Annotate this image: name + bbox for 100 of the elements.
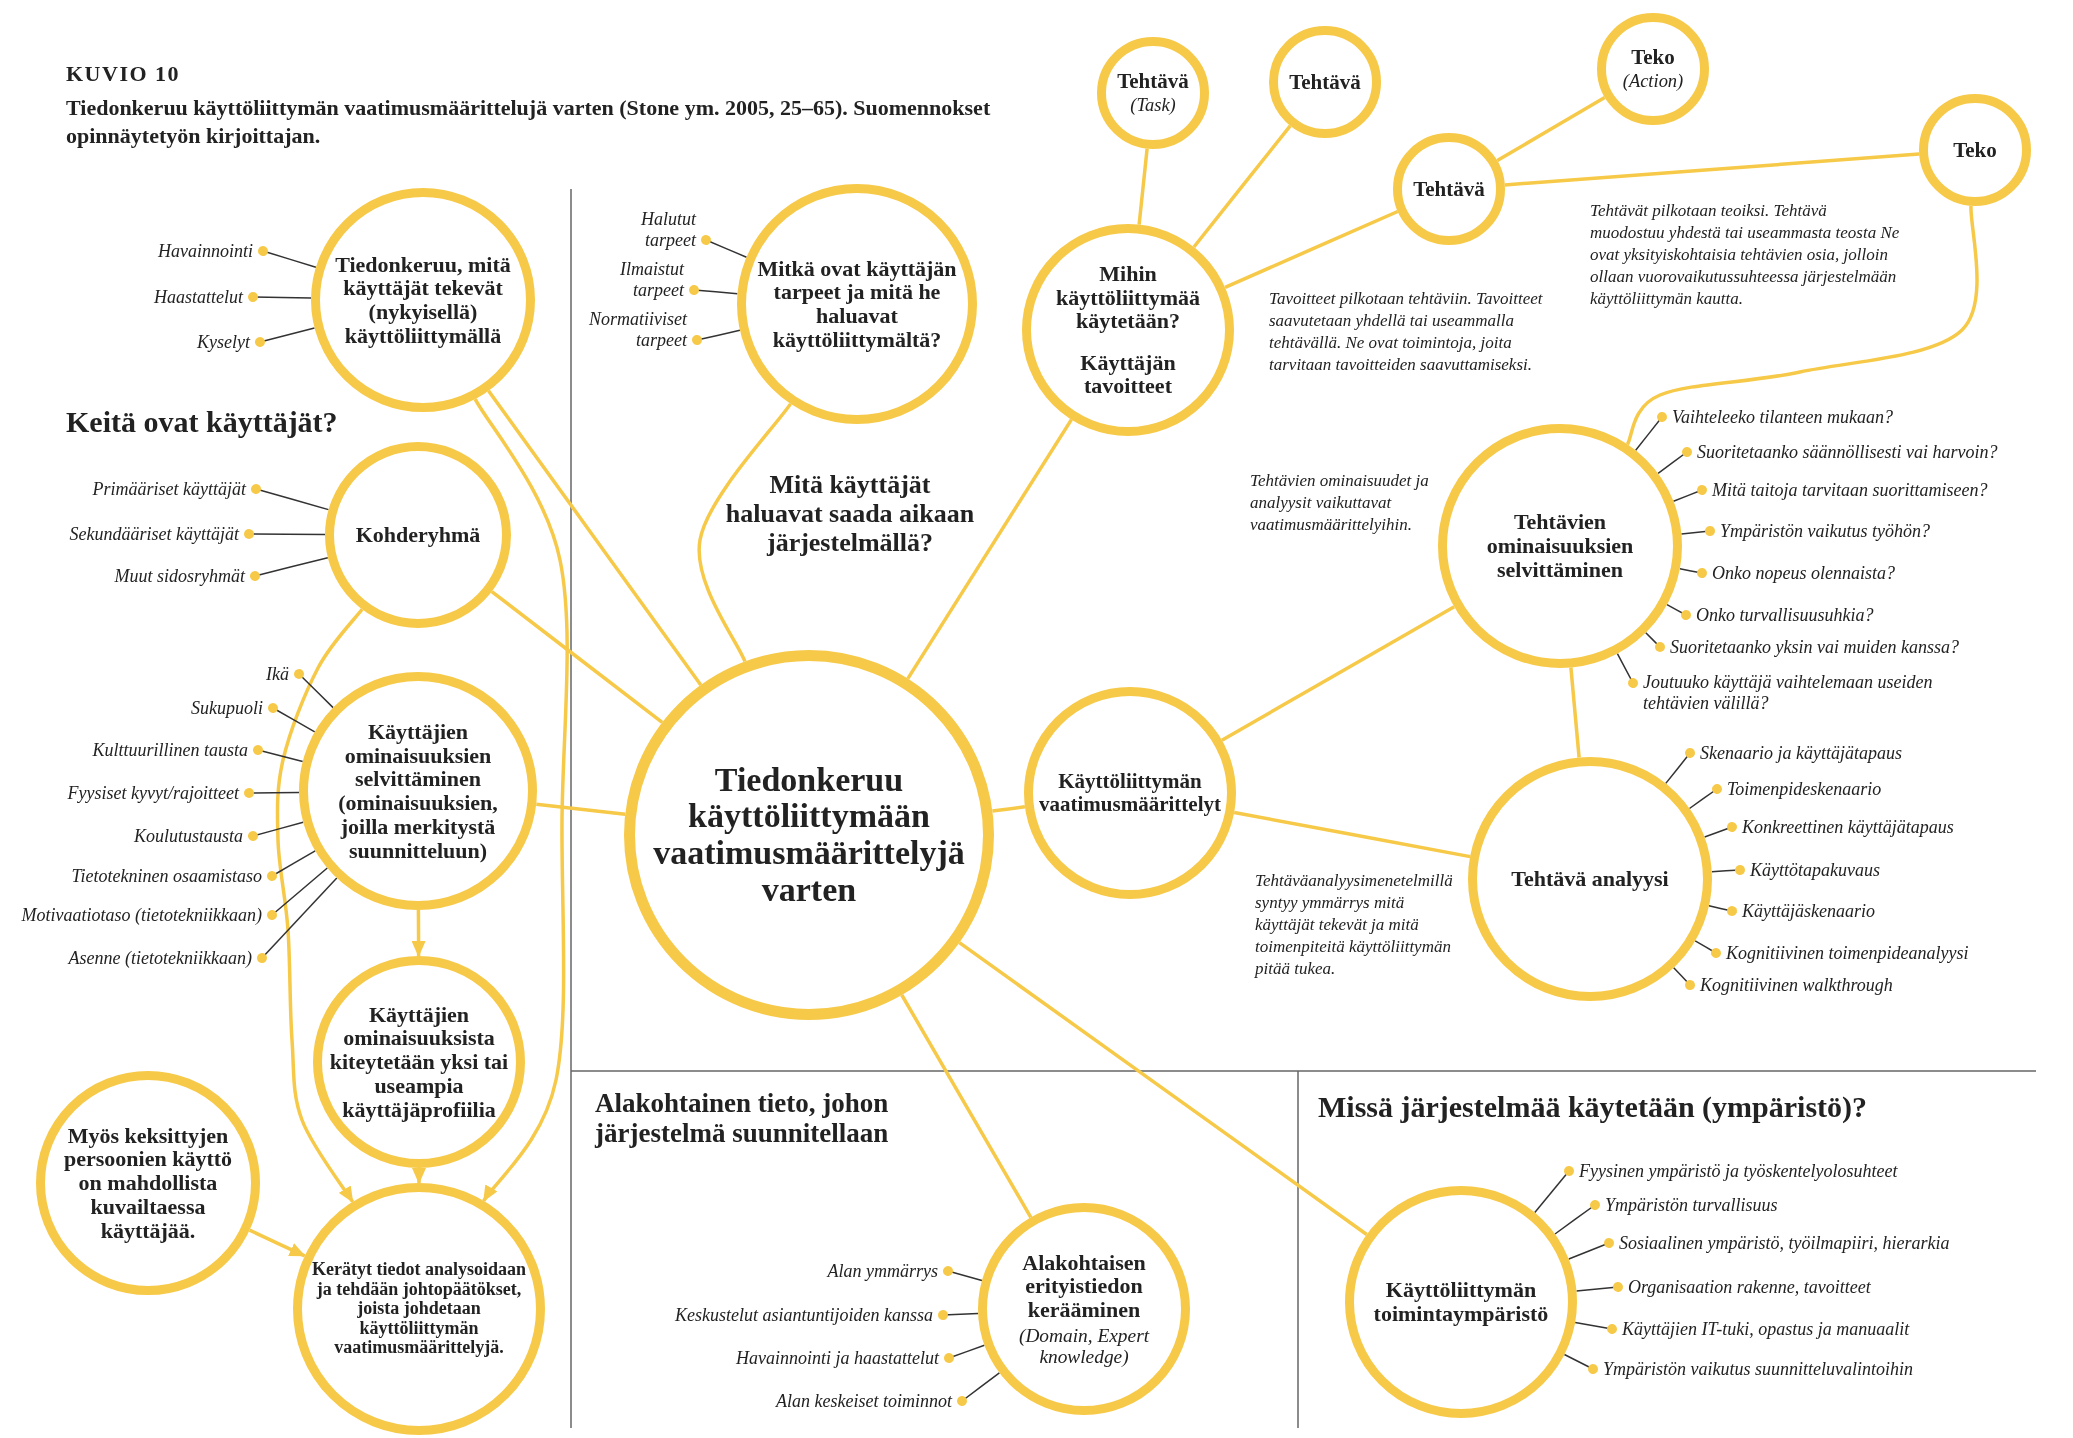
bullet-text: Toimenpideskenaario xyxy=(1727,778,1882,800)
leader-line xyxy=(1616,652,1638,688)
bullet-text: Fyysinen ympäristö ja työskentelyolosuhteet xyxy=(1579,1160,1898,1182)
bullet-text: Fyysiset kyvyt/rajoitteet xyxy=(67,782,239,804)
bullet-text: Ympäristön vaikutus suunnitteluvalintoihin xyxy=(1603,1358,1913,1380)
leader-line xyxy=(957,1372,1001,1406)
arrow xyxy=(411,910,426,957)
bullet-text: Käyttötapakuvaus xyxy=(1750,859,1880,881)
figure-number: KUVIO 10 xyxy=(66,62,181,87)
bullet-text: Onko nopeus olennaista? xyxy=(1712,562,1895,584)
bullet-text: Motivaatiotaso (tietotekniikkaan) xyxy=(21,904,262,926)
bullet-text: Suoritetaanko yksin vai muiden kanssa? xyxy=(1670,636,1959,658)
bullet-text: Käyttäjien IT-tuki, opastus ja manuaalit xyxy=(1622,1318,1910,1340)
bullet-text: Sukupuoli xyxy=(191,697,263,719)
leader-line xyxy=(1645,631,1665,652)
bullet-text: Halutut tarpeet xyxy=(596,209,696,251)
bullet-text: Havainnointi xyxy=(158,240,253,262)
bullet-text: Asenne (tietotekniikkaan) xyxy=(68,947,252,969)
leader-line xyxy=(255,327,316,347)
circle-title: Mitkä ovat käyttäjän tarpeet ja mitä he haluavat käyttöliittymältä? xyxy=(756,256,958,352)
circle-title: Alakohtaisen erityistiedon kerääminen xyxy=(1021,1250,1147,1322)
connector-line xyxy=(536,802,626,817)
leader-line xyxy=(692,329,741,345)
leader-line xyxy=(1563,1353,1598,1374)
bullet-text: Ympäristön turvallisuus xyxy=(1605,1194,1778,1216)
leader-line xyxy=(1554,1200,1600,1235)
circle-title: Käyttäjien ominaisuuksien selvittäminen (ominaisuuksien, joilla merkitystä suunnitteluun) xyxy=(337,719,499,863)
circle-title: Tehtävä xyxy=(1412,177,1486,201)
leader-line xyxy=(268,703,316,733)
leader-line xyxy=(244,529,326,539)
leader-line xyxy=(1568,1238,1614,1260)
connector-line xyxy=(1496,95,1606,163)
section-heading: Keitä ovat käyttäjät? xyxy=(66,405,339,439)
leader-line xyxy=(1680,526,1715,536)
circle-title: Käyttäjien ominaisuuksista kiteytetään yksi tai useampia käyttäjäprofiilia xyxy=(328,1002,510,1122)
bullet-text: Koulutustausta xyxy=(133,825,243,847)
bullet-text: Alan ymmärrys xyxy=(827,1260,938,1282)
leader-line xyxy=(1575,1282,1623,1292)
bullet-text: Alan keskeiset toiminnot xyxy=(776,1390,952,1412)
arrow xyxy=(248,1228,306,1258)
circle-title: Kerätyt tiedot analysoidaan ja tehdään johtopäätökset, joista johdetaan käyttöliittymän vaatimusmäärittelyjä. xyxy=(311,1260,527,1358)
circle-subtitle: (Domain, Expert knowledge) xyxy=(1017,1325,1151,1368)
leader-line xyxy=(944,1344,986,1363)
bullet-text: Mitä taitoja tarvitaan suorittamiseen? xyxy=(1712,479,1988,501)
bullet-text: Sekundääriset käyttäjät xyxy=(69,523,239,545)
circle-title: Teko xyxy=(1630,45,1676,69)
leader-line xyxy=(1708,905,1737,916)
circle-title: Tiedonkeruu käyttöliittymään vaatimusmäärittelyjä varten xyxy=(652,761,966,909)
connector-line xyxy=(1233,810,1471,859)
arrow xyxy=(473,398,569,1202)
leader-line xyxy=(251,484,330,511)
bullet-text: Keskustelut asiantuntijoiden kanssa xyxy=(675,1304,933,1326)
note-text: Tehtäväanalyysimenetelmillä syntyy ymmärrys mitä käyttäjät tekevät ja mitä toimenpiteitä käyttöliittymän pitää tukea. xyxy=(1255,870,1454,980)
bullet-text: Ikä xyxy=(266,663,289,685)
leader-line xyxy=(267,867,329,920)
leader-line xyxy=(267,850,316,881)
bullet-text: Onko turvallisuusuhkia? xyxy=(1696,604,1874,626)
leader-line xyxy=(258,246,317,268)
leader-line xyxy=(689,285,739,295)
leader-line xyxy=(938,1310,979,1320)
bullet-text: Normatiiviset tarpeet xyxy=(587,309,687,351)
bullet-text: Haastattelut xyxy=(154,286,243,308)
circle-subtitle: Käyttäjän tavoitteet xyxy=(1079,350,1177,399)
leader-line xyxy=(1666,603,1691,620)
circle-title: Tehtävä xyxy=(1116,69,1190,93)
section-heading: Missä järjestelmää käytetään (ympäristö)? xyxy=(1318,1090,1869,1124)
note-text: Tavoitteet pilkotaan tehtäviin. Tavoitteet saavutetaan yhdellä tai useammalla tehtävällä. Ne ovat toimintoja, joita tarvitaan tavoitteiden saavuttamiseksi. xyxy=(1269,288,1544,376)
bullet-text: Tietotekninen osaamistaso xyxy=(71,865,262,887)
connector-line xyxy=(1504,152,1920,187)
leader-line xyxy=(250,556,329,581)
leader-line xyxy=(1694,940,1721,958)
bullet-text: Kulttuurillinen tausta xyxy=(92,739,248,761)
leader-line xyxy=(257,877,338,963)
section-heading: Mitä käyttäjät haluavat saada aikaan järjestelmällä? xyxy=(724,470,976,558)
connector-line xyxy=(1625,205,1979,445)
leader-line xyxy=(1672,966,1695,990)
circle-title: Tiedonkeruu, mitä käyttäjät tekevät (nykyisellä) käyttöliittymällä xyxy=(334,252,512,348)
connector-line xyxy=(1224,209,1399,289)
bullet-text: Skenaario ja käyttäjätapaus xyxy=(1700,742,1902,764)
leader-line xyxy=(1534,1166,1574,1214)
bullet-text: Havainnointi ja haastattelut xyxy=(736,1347,939,1369)
connector-line xyxy=(697,402,792,663)
leader-line xyxy=(1657,447,1692,475)
bullet-text: Ympäristön vaikutus työhön? xyxy=(1720,520,1930,542)
arrow xyxy=(275,608,364,1203)
circle-title: Mihin käyttöliittymää käytetään? xyxy=(1054,261,1202,334)
connector-line xyxy=(992,805,1026,813)
bullet-text: Ilmaistut tarpeet xyxy=(584,259,684,301)
leader-line xyxy=(248,292,312,302)
bullet-text: Organisaation rakenne, tavoitteet xyxy=(1628,1276,1871,1298)
leader-line xyxy=(253,745,304,763)
leader-line xyxy=(294,669,334,709)
connector-line xyxy=(1192,124,1292,249)
leader-line xyxy=(1711,865,1745,875)
circle-subtitle: (Action) xyxy=(1621,72,1685,93)
leader-line xyxy=(1679,568,1707,578)
circle-title: Tehtävä analyysi xyxy=(1510,867,1670,891)
bullet-text: Konkreettinen käyttäjätapaus xyxy=(1742,816,1954,838)
bullet-text: Käyttäjäskenaario xyxy=(1742,900,1875,922)
leader-line xyxy=(1665,748,1695,785)
